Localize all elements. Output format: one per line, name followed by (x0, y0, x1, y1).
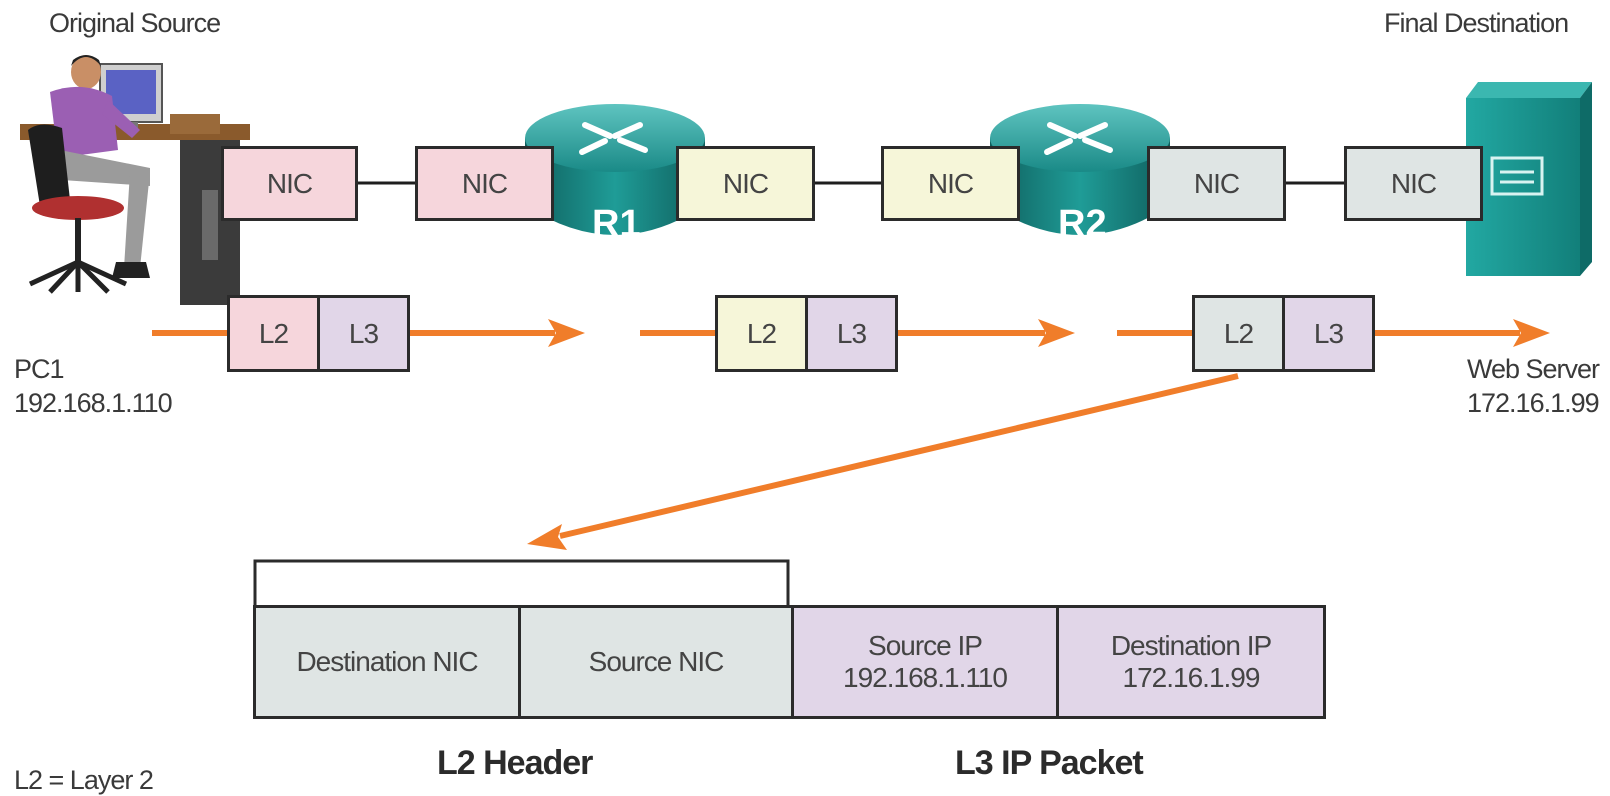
nic-r2-right: NIC (1147, 146, 1286, 221)
nic-r1-right: NIC (676, 146, 815, 221)
frame-destination-ip: Destination IP 172.16.1.99 (1056, 605, 1326, 719)
destination-ip-value: 172.16.1.99 (1122, 662, 1261, 693)
packet-1-l3: L3 (317, 295, 410, 372)
source-ip-value: 192.168.1.110 (843, 662, 1008, 693)
nic-r1-left: NIC (415, 146, 554, 221)
web-server-ip: 172.16.1.99 (1467, 388, 1600, 418)
frame-destination-nic-text: Destination NIC (296, 646, 478, 677)
source-ip-label: Source IP (868, 630, 983, 661)
final-destination-label: Final Destination (1384, 8, 1569, 38)
packet-2-l3: L3 (805, 295, 898, 372)
nic-pc1: NIC (221, 146, 358, 221)
router-r2-icon (990, 104, 1170, 235)
frame-source-nic-text: Source NIC (588, 646, 725, 677)
nic-web-server: NIC (1344, 146, 1483, 221)
l3-ip-packet-caption: L3 IP Packet (955, 744, 1144, 782)
frame-source-nic: Source NIC (518, 605, 794, 719)
router-r1-label: R1 (592, 203, 641, 245)
destination-ip-label: Destination IP (1110, 630, 1272, 661)
web-server-name: Web Server (1467, 354, 1600, 384)
l2-header-caption: L2 Header (437, 744, 593, 782)
router-r2-label: R2 (1058, 203, 1107, 245)
pc1-name: PC1 (14, 354, 65, 384)
original-source-label: Original Source (49, 8, 221, 38)
packet-flow-arrows (152, 319, 1550, 550)
frame-source-ip: Source IP 192.168.1.110 (791, 605, 1059, 719)
l2-header-bracket (253, 559, 790, 605)
packet-1-l2: L2 (227, 295, 320, 372)
pc1-workstation-icon (20, 55, 250, 305)
router-r1-icon (525, 104, 705, 235)
packet-3-l2: L2 (1192, 295, 1285, 372)
web-server-icon (1466, 82, 1592, 276)
legend-l2: L2 = Layer 2 (14, 765, 154, 795)
packet-3-l3: L3 (1282, 295, 1375, 372)
nic-r2-left: NIC (881, 146, 1020, 221)
packet-2-l2: L2 (715, 295, 808, 372)
pc1-ip: 192.168.1.110 (14, 388, 173, 418)
frame-destination-nic: Destination NIC (253, 605, 521, 719)
